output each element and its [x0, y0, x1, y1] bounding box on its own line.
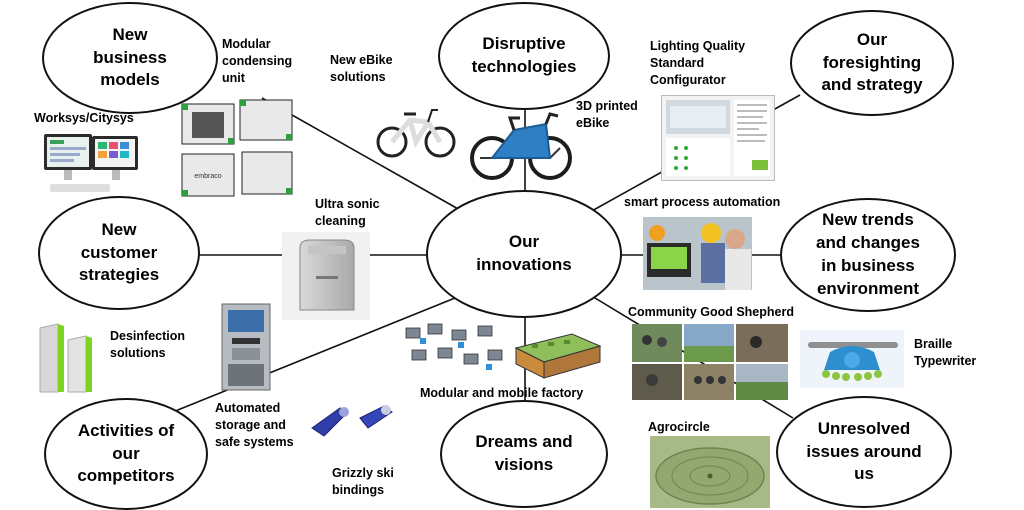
label-new-ebike-solutions: New eBike solutions	[330, 53, 393, 84]
modular-factory-image	[398, 320, 510, 378]
label-desinfection-solutions: Desinfection solutions	[110, 329, 186, 360]
label-modular-condensing-unit: Modular condensing unit	[222, 37, 293, 85]
ebike-image	[376, 100, 456, 160]
lighting-configurator-image	[661, 95, 775, 181]
center-our-innovations: Our innovations	[426, 190, 622, 318]
label-community-good-shepherd: Community Good Shepherd	[628, 305, 794, 319]
desinfection-image	[34, 320, 98, 396]
category-new-customer-strategies: New customer strategies	[38, 196, 200, 310]
label-smart-process-automation: smart process automation	[624, 195, 781, 209]
category-unresolved-issues: Unresolved issues around us	[776, 396, 952, 508]
label-braille-typewriter: Braille Typewriter	[914, 337, 977, 368]
factory-building-image	[512, 326, 604, 380]
smart-process-image	[643, 217, 752, 290]
label-lighting-configurator: Lighting Quality Standard Configurator	[650, 39, 746, 87]
ultrasonic-cleaner-image	[282, 232, 370, 320]
label-modular-mobile-factory: Modular and mobile factory	[420, 386, 584, 400]
label-agrocircle: Agrocircle	[648, 420, 710, 434]
line-competitors	[157, 297, 456, 419]
category-new-business-models: New business models	[42, 2, 218, 114]
category-foresighting-strategy: Our foresighting and strategy	[790, 10, 954, 116]
category-dreams-visions: Dreams and visions	[440, 400, 608, 508]
label-automated-storage: Automated storage and safe systems	[215, 401, 294, 449]
label-3d-printed-ebike: 3D printed eBike	[576, 99, 638, 130]
automated-storage-image	[218, 302, 274, 392]
embraco-text: embraco	[194, 173, 221, 180]
label-ultrasonic-cleaning: Ultra sonic cleaning	[315, 197, 380, 228]
line-business-models	[261, 97, 461, 211]
condensing-unit-image: embraco	[178, 96, 296, 200]
ski-bindings-image	[304, 398, 400, 446]
category-competitors: Activities of our competitors	[44, 398, 208, 510]
category-new-trends: New trends and changes in business envir…	[780, 198, 956, 312]
community-collage-image	[632, 324, 788, 400]
label-worksys-citysys: Worksys/Citysys	[34, 111, 134, 125]
worksys-image	[42, 130, 140, 200]
label-grizzly-ski-bindings: Grizzly ski bindings	[332, 466, 394, 497]
category-disruptive-technologies: Disruptive technologies	[438, 2, 610, 110]
braille-typewriter-image	[800, 330, 904, 388]
agrocircle-image	[650, 436, 770, 508]
3d-printed-ebike-image	[470, 108, 574, 182]
